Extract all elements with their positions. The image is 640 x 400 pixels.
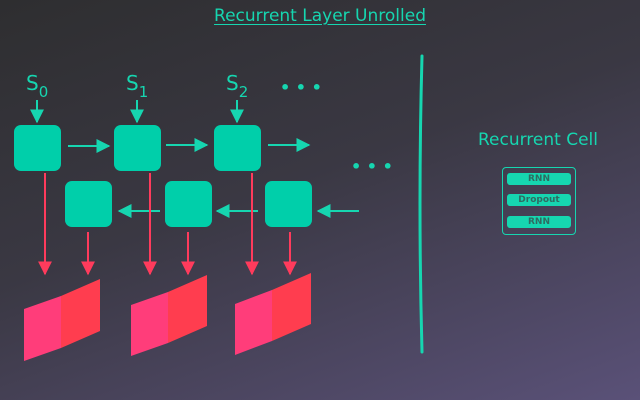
forward-cell-1	[114, 125, 161, 171]
output-block-2	[235, 273, 311, 355]
state-label-0: S0	[26, 71, 48, 101]
section-divider	[418, 54, 424, 354]
ellipsis-middle: • • •	[351, 157, 393, 176]
forward-cell-0	[14, 125, 61, 171]
state-label-2: S2	[226, 71, 248, 101]
diagram-title: Recurrent Layer Unrolled	[214, 6, 426, 26]
cell-layer-rnn-2: RNN	[507, 216, 571, 228]
cell-layer-rnn-1: RNN	[507, 173, 571, 185]
recurrent-cell-title: Recurrent Cell	[477, 130, 598, 150]
backward-cell-1	[165, 181, 212, 227]
output-block-1	[131, 275, 207, 356]
backward-cell-0	[65, 181, 112, 227]
cell-layer-dropout: Dropout	[507, 194, 571, 206]
backward-cell-2	[265, 181, 312, 227]
output-block-0	[24, 279, 100, 361]
ellipsis-top: • • •	[280, 78, 322, 97]
state-label-1: S1	[126, 71, 148, 101]
forward-cell-2	[214, 125, 261, 171]
recurrent-cell-box: RNN Dropout RNN	[502, 167, 576, 235]
